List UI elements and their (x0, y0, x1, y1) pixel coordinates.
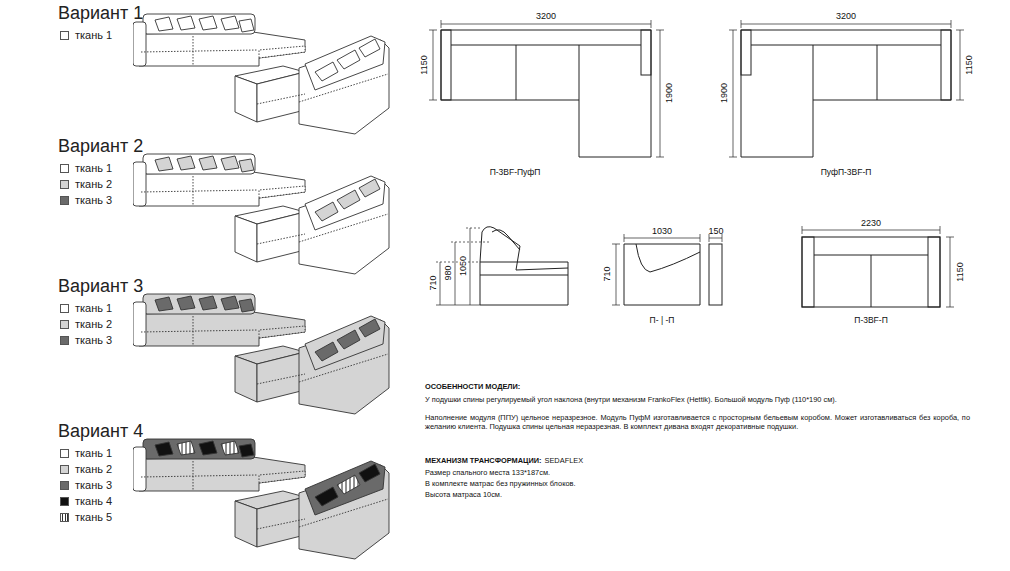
legend-item: ткань 2 (60, 463, 112, 475)
legend-text: ткань 2 (75, 178, 112, 190)
dimension: 980 (443, 264, 453, 281)
module-code: П-3ВF-ПуфП (490, 168, 541, 178)
legend-item: ткань 5 (60, 511, 112, 523)
variant-heading: Вариант 1 (58, 3, 143, 24)
legend-text: ткань 4 (75, 495, 112, 507)
legend-item: ткань 3 (60, 194, 112, 206)
dimension: 3200 (536, 11, 556, 21)
legend-item: ткань 3 (60, 479, 112, 491)
legend-text: ткань 3 (75, 194, 112, 206)
dimension: 150 (708, 226, 723, 236)
legend-item: ткань 3 (60, 334, 112, 346)
variant-heading: Вариант 3 (58, 276, 143, 297)
note-text: У подушки спины регулируемый угол наклон… (425, 396, 837, 405)
fabric-swatch (60, 164, 69, 173)
fabric-swatch (60, 449, 69, 458)
dimension: 710 (602, 265, 612, 282)
dimension: 1900 (664, 82, 674, 104)
dimension: 1150 (419, 54, 429, 75)
legend-text: ткань 1 (75, 162, 112, 174)
module-code: П- | -П (650, 316, 675, 326)
fabric-swatch (60, 320, 69, 329)
legend-item: ткань 1 (60, 29, 112, 41)
legend-text: ткань 1 (75, 447, 112, 459)
fabric-swatch (60, 465, 69, 474)
legend-item: ткань 2 (60, 178, 112, 190)
fabric-swatch (60, 336, 69, 345)
legend-text: ткань 2 (75, 318, 112, 330)
note-text: Наполнение модуля (ППУ) цельное неразрез… (425, 414, 970, 431)
legend-item: ткань 1 (60, 302, 112, 314)
legend-text: ткань 5 (75, 511, 112, 523)
dimension: 710 (428, 274, 438, 291)
dimension: 1050 (458, 255, 468, 277)
legend-text: ткань 3 (75, 479, 112, 491)
variant-heading: Вариант 2 (58, 136, 143, 157)
variant-heading: Вариант 4 (58, 421, 143, 442)
legend-text: ткань 1 (75, 302, 112, 314)
fabric-swatch (60, 513, 69, 522)
legend-text: ткань 3 (75, 334, 112, 346)
dimension: 1900 (719, 82, 729, 104)
dimension: 1150 (955, 261, 965, 282)
dimension: 3200 (836, 11, 856, 21)
fabric-swatch (60, 481, 69, 490)
note-text: В комплекте матрас без пружинных блоков. (425, 480, 576, 489)
note-text: Размер спального места 133*187см. (425, 469, 550, 478)
fabric-swatch (60, 196, 69, 205)
fabric-swatch (60, 304, 69, 313)
legend-item: ткань 4 (60, 495, 112, 507)
note-text: SEDAFLEX (545, 457, 584, 466)
legend-item: ткань 1 (60, 162, 112, 174)
dimension: 1030 (652, 226, 672, 236)
module-code: ПуфП-3ВF-П (821, 168, 872, 178)
note-text: МЕХАНИЗМ ТРАНСФОРМАЦИИ: (425, 457, 542, 466)
fabric-swatch (60, 497, 69, 506)
legend-item: ткань 1 (60, 447, 112, 459)
legend-text: ткань 2 (75, 463, 112, 475)
dimension: 1150 (964, 54, 974, 75)
note-text: Высота матраса 10см. (425, 491, 502, 500)
fabric-swatch (60, 180, 69, 189)
fabric-swatch (60, 31, 69, 40)
legend-item: ткань 2 (60, 318, 112, 330)
note-text: ОСОБЕННОСТИ МОДЕЛИ: (425, 383, 520, 392)
module-code: П-3ВF-П (854, 316, 887, 326)
legend-text: ткань 1 (75, 29, 112, 41)
dimension: 2230 (861, 218, 881, 228)
